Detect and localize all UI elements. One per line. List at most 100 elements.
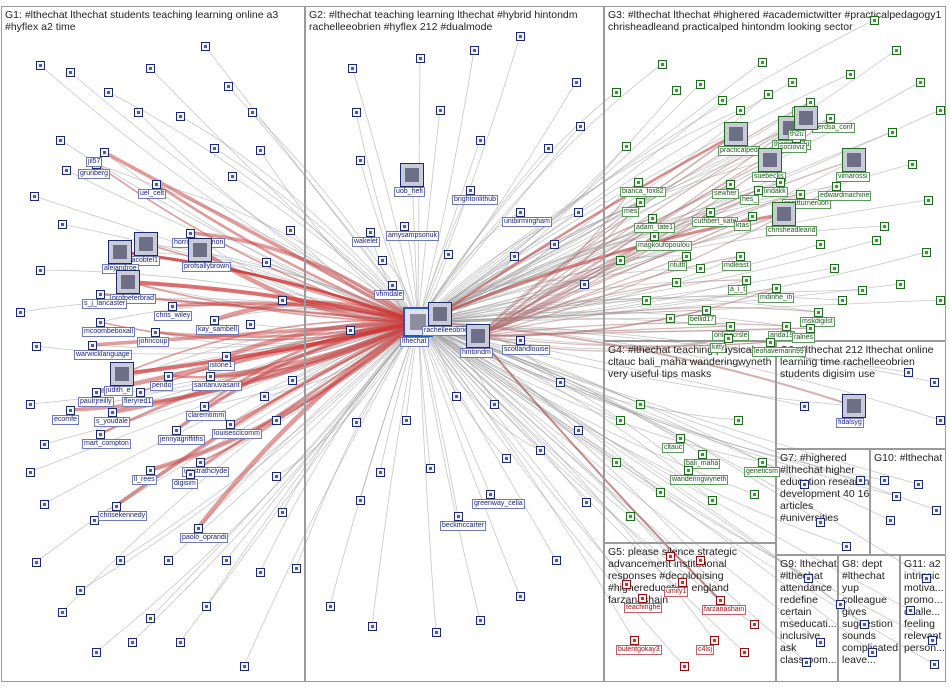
node[interactable] (612, 458, 621, 467)
node[interactable] (576, 122, 585, 131)
node[interactable] (582, 498, 591, 507)
node-s-youdale[interactable] (108, 408, 117, 417)
node[interactable] (880, 476, 889, 485)
node-jennyagriffiths[interactable] (172, 426, 181, 435)
node-cuthbert-kate[interactable] (706, 208, 715, 217)
node[interactable] (800, 480, 809, 489)
node[interactable] (930, 660, 939, 669)
node[interactable] (574, 208, 583, 217)
node[interactable] (26, 400, 35, 409)
node[interactable] (922, 574, 931, 583)
node[interactable] (402, 416, 411, 425)
node[interactable] (572, 78, 581, 87)
node[interactable] (936, 106, 945, 115)
node[interactable] (758, 58, 767, 67)
node[interactable] (672, 278, 681, 287)
node-istone1[interactable] (222, 352, 231, 361)
node-bianca-fox82[interactable] (634, 178, 643, 187)
node-scotlandlouise[interactable] (516, 336, 525, 345)
node-ntutlt[interactable] (682, 252, 691, 261)
node-profsallybrown[interactable] (188, 238, 212, 262)
node-herdsa-conf[interactable] (826, 114, 835, 123)
node-jil57[interactable] (100, 148, 109, 157)
node[interactable] (286, 226, 295, 235)
node-bulentgokay3[interactable] (630, 636, 639, 645)
node[interactable] (292, 564, 301, 573)
node[interactable] (260, 392, 269, 401)
node[interactable] (376, 468, 385, 477)
node[interactable] (936, 296, 945, 305)
node[interactable] (642, 296, 651, 305)
node-umily1[interactable] (678, 578, 687, 587)
node[interactable] (246, 320, 255, 329)
node-judith-e[interactable] (110, 362, 134, 386)
node[interactable] (626, 512, 635, 521)
node-brightonlithub[interactable] (466, 186, 475, 195)
node-c4lsj[interactable] (710, 636, 719, 645)
node-wakelet[interactable] (366, 228, 375, 237)
node-jacobtel1[interactable] (134, 232, 158, 256)
node-beckmccarter[interactable] (454, 512, 463, 521)
node[interactable] (176, 638, 185, 647)
node-alejandroe[interactable] (108, 240, 132, 264)
node-louisesclcomm[interactable] (226, 420, 235, 429)
node-digisim[interactable] (186, 470, 195, 479)
node-vhmdale[interactable] (388, 281, 397, 290)
node[interactable] (92, 648, 101, 657)
node[interactable] (616, 416, 625, 425)
node-onlinecrsle[interactable] (726, 322, 735, 331)
node-rachelleeobrien[interactable] (428, 302, 452, 326)
node-santanuvasant[interactable] (206, 372, 215, 381)
node[interactable] (202, 602, 211, 611)
node[interactable] (622, 580, 631, 589)
node[interactable] (886, 516, 895, 525)
node[interactable] (764, 90, 773, 99)
node[interactable] (444, 250, 453, 259)
node[interactable] (672, 86, 681, 95)
node[interactable] (426, 464, 435, 473)
node[interactable] (56, 136, 65, 145)
node[interactable] (116, 556, 125, 565)
node[interactable] (490, 400, 499, 409)
node[interactable] (550, 240, 559, 249)
node[interactable] (222, 556, 231, 565)
node[interactable] (416, 54, 425, 63)
node[interactable] (134, 108, 143, 117)
node-ecomfe[interactable] (66, 406, 75, 415)
node[interactable] (696, 80, 705, 89)
node[interactable] (804, 574, 813, 583)
node-leohavemann99[interactable] (766, 338, 775, 347)
node[interactable] (612, 88, 621, 97)
node[interactable] (680, 662, 689, 671)
node[interactable] (718, 96, 727, 105)
node[interactable] (66, 68, 75, 77)
node-greenway-celia[interactable] (486, 490, 495, 499)
node[interactable] (278, 508, 287, 517)
node-farzanashain[interactable] (716, 596, 725, 605)
node[interactable] (666, 314, 675, 323)
node-chrisheadleand[interactable] (772, 202, 796, 226)
node[interactable] (580, 280, 589, 289)
node[interactable] (272, 472, 281, 481)
node-a-i-t[interactable] (742, 276, 751, 285)
node[interactable] (164, 556, 173, 565)
node[interactable] (574, 426, 583, 435)
node[interactable] (36, 266, 45, 275)
node[interactable] (201, 42, 210, 51)
node-scottturneruon[interactable] (796, 190, 805, 199)
node-johncoup[interactable] (151, 328, 160, 337)
node[interactable] (888, 128, 897, 137)
node[interactable] (936, 416, 945, 425)
node-paulrjreilly[interactable] (92, 388, 101, 397)
node[interactable] (924, 196, 933, 205)
node[interactable] (352, 108, 361, 117)
node[interactable] (146, 614, 155, 623)
node-kitty[interactable] (724, 334, 733, 343)
node[interactable] (510, 252, 519, 261)
node[interactable] (616, 256, 625, 265)
node-ktas[interactable] (748, 212, 757, 221)
node[interactable] (146, 64, 155, 73)
node[interactable] (800, 402, 809, 411)
node[interactable] (556, 378, 565, 387)
node[interactable] (32, 342, 41, 351)
